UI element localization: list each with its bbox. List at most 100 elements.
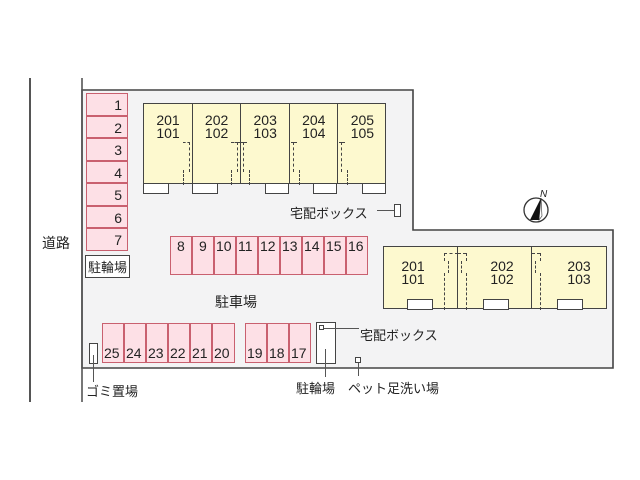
parking-space-7: 7 bbox=[86, 228, 128, 251]
unit-upper-number: 205 bbox=[350, 112, 375, 128]
parking-space-9: 9 bbox=[192, 236, 214, 275]
parking-space-3: 3 bbox=[86, 138, 128, 161]
delivery-box-label-north: 宅配ボックス bbox=[290, 206, 368, 221]
stair-path bbox=[540, 273, 541, 310]
stair-path bbox=[183, 142, 190, 143]
stair-path bbox=[444, 253, 458, 254]
unit-upper-number: 202 bbox=[204, 112, 229, 128]
stair-path bbox=[444, 253, 445, 261]
pet-wash-leader-line bbox=[358, 363, 360, 376]
balcony bbox=[407, 299, 433, 310]
parking-space-1: 1 bbox=[86, 93, 128, 116]
parking-space-15: 15 bbox=[324, 236, 346, 275]
stair-path bbox=[230, 170, 232, 185]
unit-lower-number: 103 bbox=[253, 125, 277, 141]
unit-upper-number: 203 bbox=[567, 258, 591, 274]
parking-space-5: 5 bbox=[86, 183, 128, 206]
balcony bbox=[192, 183, 218, 194]
parking-space-21: 21 bbox=[190, 323, 212, 363]
parking-space-4: 4 bbox=[86, 161, 128, 183]
unit-upper-number: 204 bbox=[302, 112, 326, 128]
parking-space-23: 23 bbox=[146, 323, 168, 363]
stair-path bbox=[292, 142, 294, 172]
stair-path bbox=[535, 261, 536, 273]
balcony bbox=[483, 299, 509, 310]
stair-path bbox=[339, 142, 346, 143]
parking-space-6: 6 bbox=[86, 206, 128, 228]
unit-lower-number: 101 bbox=[156, 125, 180, 141]
pet-wash-area bbox=[355, 357, 361, 363]
parking-space-11: 11 bbox=[236, 236, 258, 275]
stair-path bbox=[466, 273, 467, 310]
stair-path bbox=[466, 253, 467, 261]
road-label: 道路 bbox=[42, 235, 70, 251]
balcony bbox=[557, 299, 583, 310]
delivery-box-label-south: 宅配ボックス bbox=[360, 328, 438, 343]
stair-path bbox=[183, 170, 184, 185]
parking-space-25: 25 bbox=[102, 323, 124, 363]
balcony bbox=[313, 183, 337, 194]
parking-space-14: 14 bbox=[302, 236, 324, 275]
stair-path bbox=[249, 170, 251, 185]
north-compass-icon: N bbox=[523, 189, 549, 223]
parking-space-13: 13 bbox=[280, 236, 302, 275]
parking-area-label: 駐車場 bbox=[215, 294, 257, 310]
stair-path bbox=[532, 253, 540, 254]
garbage-area-label: ゴミ置場 bbox=[86, 384, 139, 399]
stair-path bbox=[448, 261, 449, 273]
parking-space-18: 18 bbox=[267, 323, 289, 363]
delivery-box-leader-line bbox=[324, 328, 359, 330]
parking-space-22: 22 bbox=[168, 323, 190, 363]
parking-space-16: 16 bbox=[346, 236, 368, 275]
unit-upper-number: 203 bbox=[253, 112, 277, 128]
parking-space-19: 19 bbox=[245, 323, 267, 363]
stair-path bbox=[236, 142, 238, 172]
stair-path bbox=[241, 142, 248, 143]
stair-path bbox=[347, 170, 349, 185]
stair-path bbox=[444, 273, 445, 310]
delivery-box-leader-line bbox=[377, 210, 394, 212]
garbage-leader-line bbox=[93, 355, 95, 382]
stair-path bbox=[243, 142, 245, 172]
stair-path bbox=[458, 253, 466, 254]
stair-path bbox=[298, 170, 300, 185]
parking-space-17: 17 bbox=[289, 323, 311, 363]
parking-space-10: 10 bbox=[214, 236, 236, 275]
pet-wash-label: ペット足洗い場 bbox=[348, 381, 440, 396]
parking-space-24: 24 bbox=[124, 323, 146, 363]
bicycle-parking-label-bottom: 駐輪場 bbox=[296, 381, 336, 396]
stair-path bbox=[230, 142, 241, 143]
unit-lower-number: 103 bbox=[567, 271, 591, 287]
parking-space-12: 12 bbox=[258, 236, 280, 275]
compass-north-label: N bbox=[540, 189, 548, 200]
bicycle-leader-line bbox=[325, 349, 327, 377]
unit-lower-number: 105 bbox=[350, 125, 375, 141]
stair-path bbox=[540, 253, 541, 261]
unit-upper-number: 201 bbox=[401, 258, 425, 274]
stair-path bbox=[189, 142, 190, 172]
stair-path bbox=[341, 142, 343, 172]
stair-path bbox=[461, 261, 462, 273]
parking-space-20: 20 bbox=[212, 323, 235, 363]
delivery-box-south bbox=[319, 325, 324, 330]
bicycle-parking-label-top: 駐輪場 bbox=[85, 255, 131, 278]
unit-upper-number: 202 bbox=[490, 258, 514, 274]
balcony bbox=[143, 183, 169, 194]
delivery-box-north bbox=[394, 204, 401, 217]
stair-path bbox=[290, 142, 297, 143]
unit-lower-number: 104 bbox=[302, 125, 326, 141]
unit-lower-number: 102 bbox=[490, 271, 514, 287]
unit-lower-number: 101 bbox=[401, 271, 425, 287]
unit-upper-number: 201 bbox=[156, 112, 180, 128]
balcony bbox=[362, 183, 386, 194]
unit-lower-number: 102 bbox=[204, 125, 229, 141]
